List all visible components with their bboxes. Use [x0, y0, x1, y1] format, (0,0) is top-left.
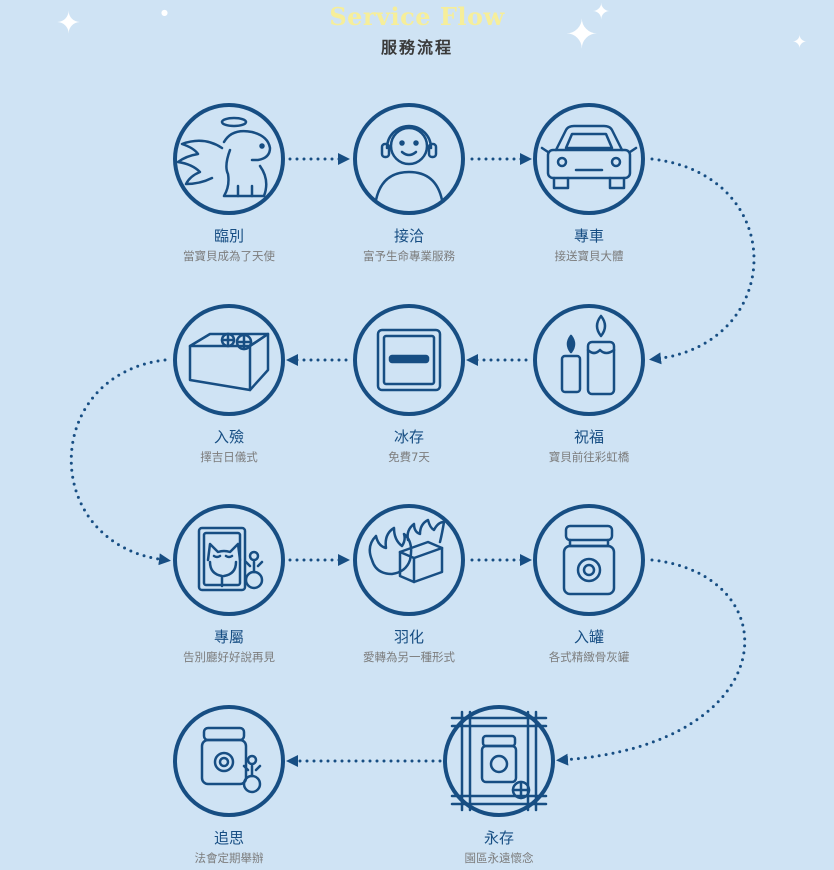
step-card: 專車 接送寶貝大體: [499, 227, 679, 264]
title-english: Service Flow: [329, 2, 505, 31]
step-name: 永存: [483, 829, 514, 847]
step-description: 免費7天: [388, 450, 430, 464]
step-name: 羽化: [393, 628, 424, 646]
step-card: 永存 園區永遠懷念: [409, 829, 589, 866]
sparkle-icon: ✦: [56, 6, 82, 41]
candles-icon: [560, 314, 616, 396]
step-description: 園區永遠懷念: [464, 851, 534, 865]
sparkle-icon: ✦: [592, 0, 611, 25]
step-name: 追思: [213, 829, 244, 847]
step-card: 冰存 免費7天: [319, 428, 499, 465]
memorial-niche-icon: [450, 710, 548, 812]
step-name: 接洽: [393, 227, 424, 245]
car-icon: [540, 124, 638, 190]
step-name: 冰存: [393, 428, 424, 446]
flow-arrow: [649, 157, 756, 365]
step-description: 擇吉日儀式: [200, 450, 258, 464]
flower-box-icon: [188, 332, 270, 392]
step-name: 入殮: [213, 428, 244, 446]
step-card: 入罐 各式精緻骨灰罐: [499, 628, 679, 665]
step-description: 接送寶貝大體: [554, 249, 624, 263]
step-name: 專車: [573, 227, 604, 245]
fire-box-icon: [368, 518, 446, 584]
step-card: 入殮 擇吉日儀式: [139, 428, 319, 465]
step-description: 法會定期舉辦: [194, 851, 264, 865]
step-card: 祝福 寶貝前往彩虹橋: [499, 428, 679, 465]
step-name: 祝福: [573, 428, 604, 446]
freezer-icon: [376, 328, 442, 392]
title-chinese: 服務流程: [380, 38, 453, 57]
step-card: 專屬 告別廳好好說再見: [139, 628, 319, 665]
step-card: 羽化 愛轉為另一種形式: [319, 628, 499, 665]
step-description: 當寶貝成為了天使: [183, 249, 275, 263]
urn-flower-icon: [200, 726, 262, 794]
sparkle-icon: ✦: [565, 12, 599, 58]
sparkle-icon: ●: [161, 8, 168, 17]
step-name: 專屬: [213, 628, 244, 646]
step-description: 富予生命專業服務: [363, 249, 455, 263]
step-description: 愛轉為另一種形式: [363, 650, 455, 664]
angel-dog-icon: [176, 116, 272, 198]
cat-portrait-icon: [197, 526, 264, 592]
sparkle-icon: ✦: [792, 32, 808, 53]
step-description: 寶貝前往彩虹橋: [548, 450, 630, 464]
step-name: 臨別: [213, 227, 244, 245]
step-name: 入罐: [573, 628, 604, 646]
headset-person-icon: [374, 124, 444, 202]
step-description: 告別廳好好說再見: [183, 650, 275, 664]
step-card: 臨別 當寶貝成為了天使: [139, 227, 319, 264]
step-card: 接洽 富予生命專業服務: [319, 227, 499, 264]
flow-arrow: [556, 558, 747, 766]
step-card: 追思 法會定期舉辦: [139, 829, 319, 866]
step-description: 各式精緻骨灰罐: [548, 650, 630, 664]
urn-icon: [562, 524, 616, 596]
